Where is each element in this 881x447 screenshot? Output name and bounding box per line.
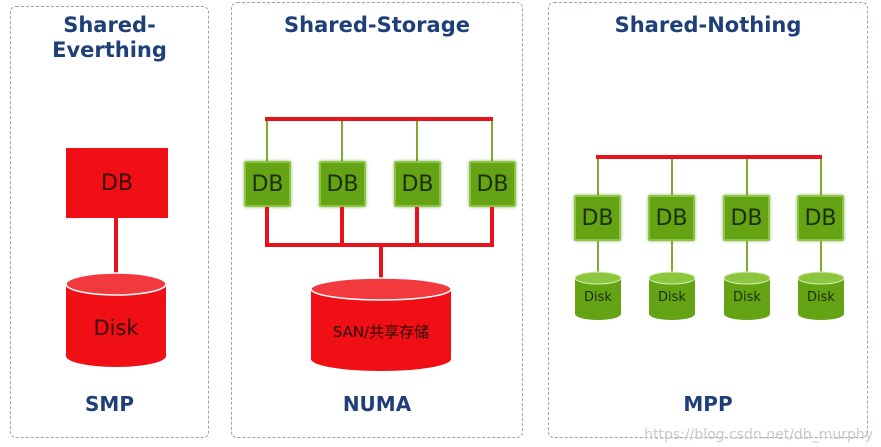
disk-cylinder: Disk xyxy=(648,271,696,321)
disk-cylinder: Disk xyxy=(574,271,622,321)
san-storage-cylinder: SAN/共享存储 xyxy=(310,277,452,373)
db-node-label: DB xyxy=(655,205,688,231)
db-node: DB xyxy=(394,161,441,207)
disk-cylinder: Disk xyxy=(65,272,167,368)
db-node-label: DB xyxy=(251,171,284,197)
db-node-label: DB xyxy=(730,205,763,231)
bus-drop xyxy=(671,159,673,195)
disk-label: Disk xyxy=(733,290,761,305)
db-node: DB xyxy=(244,161,291,207)
db-node: DB xyxy=(723,195,770,241)
disk-cylinder: Disk xyxy=(797,271,845,321)
panel-title: Shared-Storage xyxy=(284,13,470,37)
db-node: DB xyxy=(648,195,695,241)
bus-drop xyxy=(341,121,343,161)
disk-label: Disk xyxy=(584,290,612,305)
db-node-label: DB xyxy=(326,171,359,197)
bus-drop xyxy=(597,159,599,195)
panel-footer: NUMA xyxy=(342,392,412,416)
bus-drop xyxy=(416,121,418,161)
node-drop xyxy=(340,207,344,247)
disk-link xyxy=(820,241,822,275)
panel-shared-storage: Shared-Storage DB DB DB DB SAN/共享存储 NUMA xyxy=(231,2,523,438)
panel-title-line-1: Shared- xyxy=(63,13,156,37)
db-node: DB xyxy=(469,161,516,207)
db-node: DB xyxy=(797,195,844,241)
panel-footer: MPP xyxy=(683,392,733,416)
db-node: DB xyxy=(66,148,168,218)
top-bus xyxy=(265,117,493,121)
bus-drop xyxy=(266,121,268,161)
panel-title: Shared-Nothing xyxy=(614,13,802,37)
bus-drop xyxy=(491,121,493,161)
bus-drop xyxy=(746,159,748,195)
disk-label: Disk xyxy=(93,316,139,340)
san-storage-label: SAN/共享存储 xyxy=(332,323,430,341)
panel-footer: SMP xyxy=(85,392,134,416)
disk-link xyxy=(597,241,599,275)
bottom-bus xyxy=(265,243,494,247)
panel-shared-nothing: Shared-Nothing DB DB DB DB Disk Disk Dis… xyxy=(548,2,868,438)
node-drop xyxy=(415,207,419,247)
db-node-label: DB xyxy=(401,171,434,197)
disk-cylinder: Disk xyxy=(723,271,771,321)
db-node: DB xyxy=(574,195,621,241)
db-node-label: DB xyxy=(476,171,509,197)
db-node-label: DB xyxy=(581,205,614,231)
disk-link xyxy=(746,241,748,275)
db-node: DB xyxy=(319,161,366,207)
bus-drop xyxy=(820,159,822,195)
disk-label: Disk xyxy=(658,290,686,305)
panel-title-line-2: Everthing xyxy=(52,38,167,62)
db-node-label: DB xyxy=(804,205,837,231)
disk-label: Disk xyxy=(807,290,835,305)
storage-link xyxy=(379,247,383,285)
panel-shared-everything: Shared- Everthing DB Disk SMP xyxy=(10,6,209,438)
db-node-label: DB xyxy=(100,170,134,196)
connector-line xyxy=(114,218,118,284)
network-bus xyxy=(596,155,822,159)
panel-title: Shared- Everthing xyxy=(11,13,208,63)
node-drop xyxy=(265,207,269,247)
node-drop xyxy=(490,207,494,247)
watermark: https://blog.csdn.net/db_murphy xyxy=(644,427,873,443)
disk-link xyxy=(671,241,673,275)
